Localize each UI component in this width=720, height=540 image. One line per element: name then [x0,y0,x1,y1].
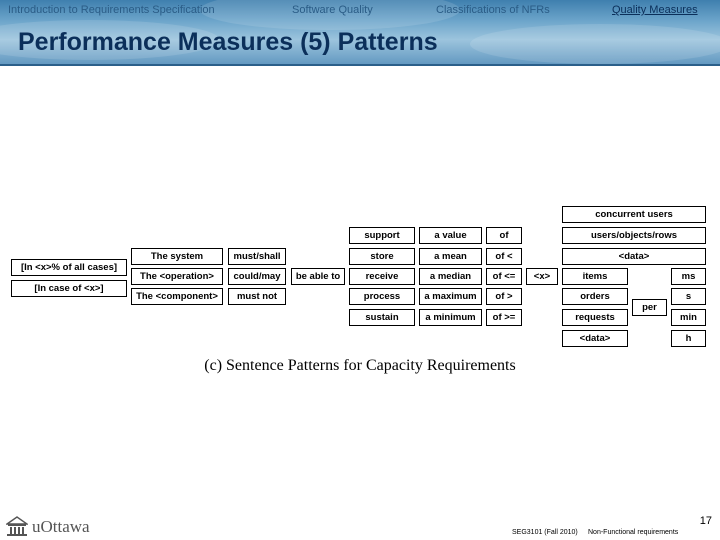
verb-sustain: sustain [349,309,415,326]
stat-a-maximum: a maximum [419,288,482,305]
comparator-of: of [486,227,522,244]
verb-store: store [349,248,415,265]
condition-in-case-of: [In case of <x>] [11,280,127,297]
connector-per: per [632,299,667,316]
subject-the-operation: The <operation> [131,268,223,285]
footer-topic: Non-Functional requirements [588,529,679,536]
header-wave [0,20,220,60]
stat-a-minimum: a minimum [419,309,482,326]
modal-must-not: must not [228,288,286,305]
subject-the-component: The <component> [131,288,223,305]
object-concurrent-users: concurrent users [562,206,706,223]
stat-a-mean: a mean [419,248,482,265]
footer-course: SEG3101 (Fall 2010) [512,529,578,536]
verb-receive: receive [349,268,415,285]
stat-a-value: a value [419,227,482,244]
subject-the-system: The system [131,248,223,265]
university-logo: uOttawa [6,515,116,539]
page-number: 17 [699,515,712,527]
section-nav: Introduction to Requirements Specificati… [0,4,720,20]
diagram-caption: (c) Sentence Patterns for Capacity Requi… [204,357,516,374]
variable-x: <x> [526,268,558,285]
header-divider [0,64,720,66]
unit-s: s [671,288,706,305]
unit-h: h [671,330,706,347]
comparator-of-less-equal: of <= [486,268,522,285]
logo-wordmark: uOttawa [32,517,90,536]
header-wave [470,24,720,64]
nav-software-quality[interactable]: Software Quality [292,4,373,16]
building-icon [6,516,28,536]
comparator-of-greater-equal: of >= [486,309,522,326]
slide-header: Introduction to Requirements Specificati… [0,0,720,66]
comparator-of-greater: of > [486,288,522,305]
verb-support: support [349,227,415,244]
phrase-be-able-to: be able to [291,268,345,285]
nav-classifications-nfrs[interactable]: Classifications of NFRs [436,4,550,16]
slide-title: Performance Measures (5) Patterns [18,28,438,56]
object-requests: requests [562,309,628,326]
verb-process: process [349,288,415,305]
nav-intro-requirements[interactable]: Introduction to Requirements Specificati… [8,4,215,16]
object-data-top: <data> [562,248,706,265]
stat-a-median: a median [419,268,482,285]
unit-min: min [671,309,706,326]
object-users-objects-rows: users/objects/rows [562,227,706,244]
condition-percent-cases: [In <x>% of all cases] [11,259,127,276]
unit-ms: ms [671,268,706,285]
comparator-of-less: of < [486,248,522,265]
nav-quality-measures[interactable]: Quality Measures [612,4,698,16]
object-items: items [562,268,628,285]
object-data-bottom: <data> [562,330,628,347]
object-orders: orders [562,288,628,305]
modal-must-shall: must/shall [228,248,286,265]
modal-could-may: could/may [228,268,286,285]
